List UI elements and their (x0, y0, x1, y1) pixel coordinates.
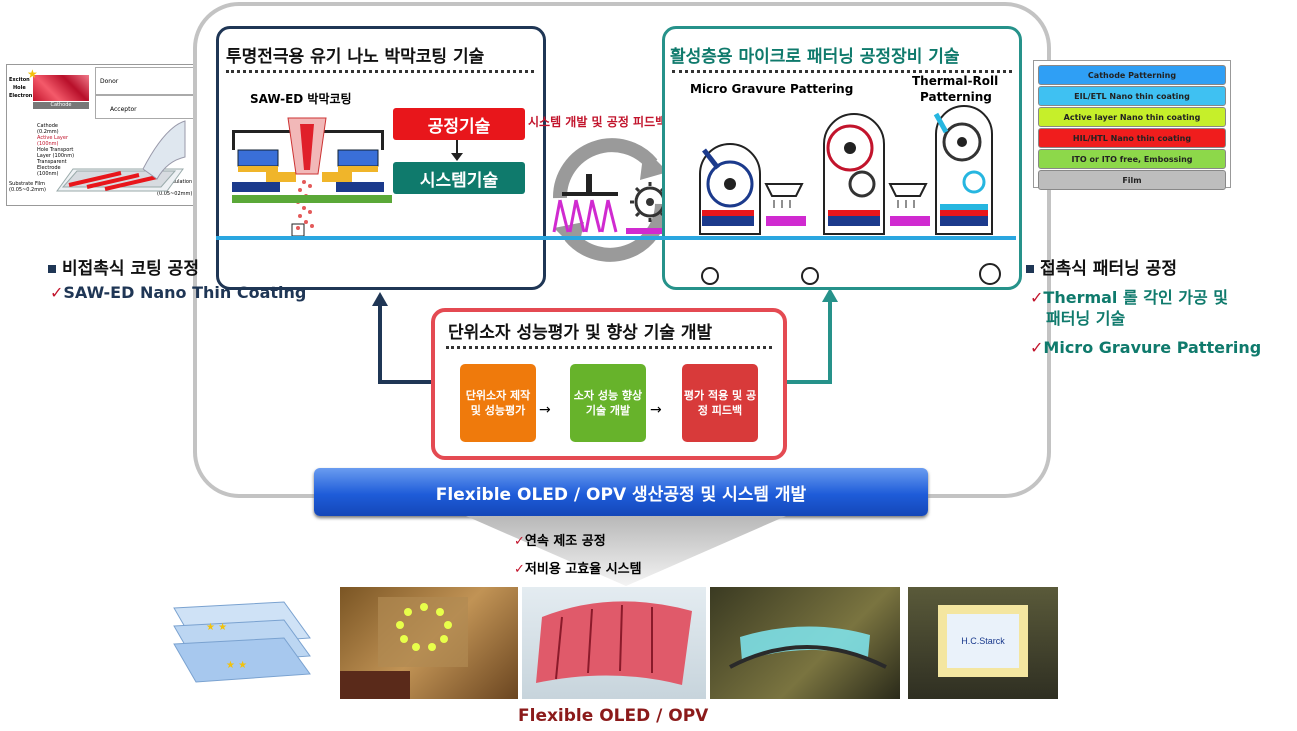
step-feedback: 평가 적용 및 공정 피드백 (682, 364, 758, 442)
feedback-label: 시스템 개발 및 공정 피드백 (528, 115, 667, 129)
svg-text:★ ★: ★ ★ (226, 660, 247, 671)
coating-panel-title: 투명전극용 유기 나노 박막코팅 기술 (226, 47, 485, 67)
benefit-2: ✓저비용 고효율 시스템 (514, 558, 642, 577)
substrate-line (216, 236, 1016, 240)
benefit-2-text: 저비용 고효율 시스템 (524, 562, 642, 577)
hc-starck-text: H.C.Starck (961, 636, 1005, 646)
cycle-arrows (552, 138, 669, 262)
right-side-item-1b: 패터닝 기술 (1046, 309, 1126, 328)
step-improvement: 소자 성능 향상 기술 개발 (570, 364, 646, 442)
coating-panel-divider (226, 70, 534, 73)
layer-cathode-patterning: Cathode Patterning (1038, 65, 1226, 85)
label-hole: Hole (13, 85, 26, 91)
oled-device-schematic: ★ Exciton Hole Electron Cathode Donor Ac… (6, 64, 204, 206)
check-icon: ✓ (514, 562, 525, 577)
step-fabrication: 단위소자 제작 및 성능평가 (460, 364, 536, 442)
layer-hil: HIL/HTL Nano thin coating (1038, 128, 1226, 148)
hc-starck-photo: H.C.Starck (908, 587, 1058, 699)
led-ring-graphic (340, 597, 468, 699)
left-side-item-text: SAW-ED Nano Thin Coating (63, 283, 307, 302)
check-icon: ✓ (514, 534, 525, 549)
layer-cathode-thk: Cathode (0.2mm) (37, 123, 59, 135)
green-plate-left (232, 195, 392, 203)
right-side-item-1: ✓Thermal 롤 각인 가공 및 (1030, 284, 1228, 308)
layer-stack-panel: Cathode Patterning EIL/ETL Nano thin coa… (1033, 60, 1231, 190)
flexible-opv-photo (522, 587, 706, 699)
thermal-roll-label-2: Patterning (920, 90, 992, 104)
right-side-item-1-line1: Thermal 롤 각인 가공 및 (1043, 288, 1229, 307)
evaluation-panel-divider (446, 346, 772, 349)
flexible-oled-photo (710, 587, 900, 699)
right-side-heading: 접촉식 패터닝 공정 (1026, 254, 1177, 279)
right-side-item-2-text: Micro Gravure Pattering (1043, 338, 1262, 357)
layer-ito: ITO or ITO free, Embossing (1038, 149, 1226, 169)
system-tech-box: 시스템기술 (393, 162, 525, 194)
step-arrow-1: → (539, 402, 551, 418)
benefit-1-text: 연속 제조 공정 (524, 534, 606, 549)
layer-eil: EIL/ETL Nano thin coating (1038, 86, 1226, 106)
layer-substrate: Substrate Film (0.05~0.2mm) (9, 181, 46, 193)
layer-active: Active Layer (100nm) (37, 135, 68, 147)
check-icon: ✓ (50, 283, 64, 302)
right-side-item-2: ✓Micro Gravure Pattering (1030, 338, 1261, 357)
micro-gravure-label: Micro Gravure Pattering (690, 82, 854, 96)
flexible-panel-icon: ★ ★ ★ ★ (173, 601, 311, 683)
check-icon: ✓ (1030, 338, 1044, 357)
spray-and-gear (552, 174, 674, 234)
left-side-heading-text: 비접촉식 코팅 공정 (62, 259, 199, 279)
right-side-heading-text: 접촉식 패터닝 공정 (1040, 259, 1177, 279)
label-acceptor: Acceptor (110, 106, 137, 113)
patterning-machines (699, 105, 1001, 285)
benefit-1: ✓연속 제조 공정 (514, 530, 606, 549)
left-side-heading: 비접촉식 코팅 공정 (48, 254, 199, 279)
square-bullet-icon (1026, 265, 1034, 273)
patterning-panel-divider (672, 70, 1012, 73)
bottom-caption: Flexible OLED / OPV (518, 706, 709, 726)
curved-film-graphic (536, 601, 692, 685)
exciton-image (33, 75, 89, 101)
patterning-panel-title: 활성층용 마이크로 패터닝 공정장비 기술 (670, 47, 960, 67)
evaluation-panel-title: 단위소자 성능평가 및 향상 기술 개발 (448, 323, 713, 343)
arrow-head-down (451, 153, 463, 161)
oled-ring-photo (340, 587, 518, 699)
star-icon: ★ (27, 67, 38, 81)
process-tech-box: 공정기술 (393, 108, 525, 140)
cathode-strip: Cathode (33, 102, 89, 109)
layer-film: Film (1038, 170, 1226, 190)
layer-hole-transport: Hole Transport Layer (100nm) (37, 147, 75, 159)
glowing-strip-graphic (729, 626, 887, 669)
svg-text:★ ★: ★ ★ (206, 622, 227, 633)
saw-ed-apparatus (232, 117, 384, 236)
panel-screen: H.C.Starck (947, 614, 1019, 668)
step-arrow-2: → (650, 402, 662, 418)
label-donor: Donor (100, 78, 119, 85)
label-electron: Electron (9, 93, 33, 99)
layer-active: Active layer Nano thin coating (1038, 107, 1226, 127)
saw-label: SAW-ED 박막코팅 (250, 92, 352, 106)
process-to-system-arrow (456, 140, 458, 158)
label-exciton: Exciton (9, 77, 30, 83)
thermal-roll-label-1: Thermal-Roll (912, 74, 999, 88)
production-banner: Flexible OLED / OPV 생산공정 및 시스템 개발 (314, 468, 928, 516)
lit-panel: H.C.Starck (938, 605, 1028, 677)
device-stack-graphic (56, 120, 186, 192)
square-bullet-icon (48, 265, 56, 273)
label-cathode: Cathode (50, 102, 72, 108)
left-side-item: ✓SAW-ED Nano Thin Coating (50, 283, 306, 302)
layer-transparent: Transparent Electrode (100nm) (37, 159, 67, 177)
check-icon: ✓ (1030, 288, 1044, 307)
down-funnel-arrow (466, 516, 786, 586)
